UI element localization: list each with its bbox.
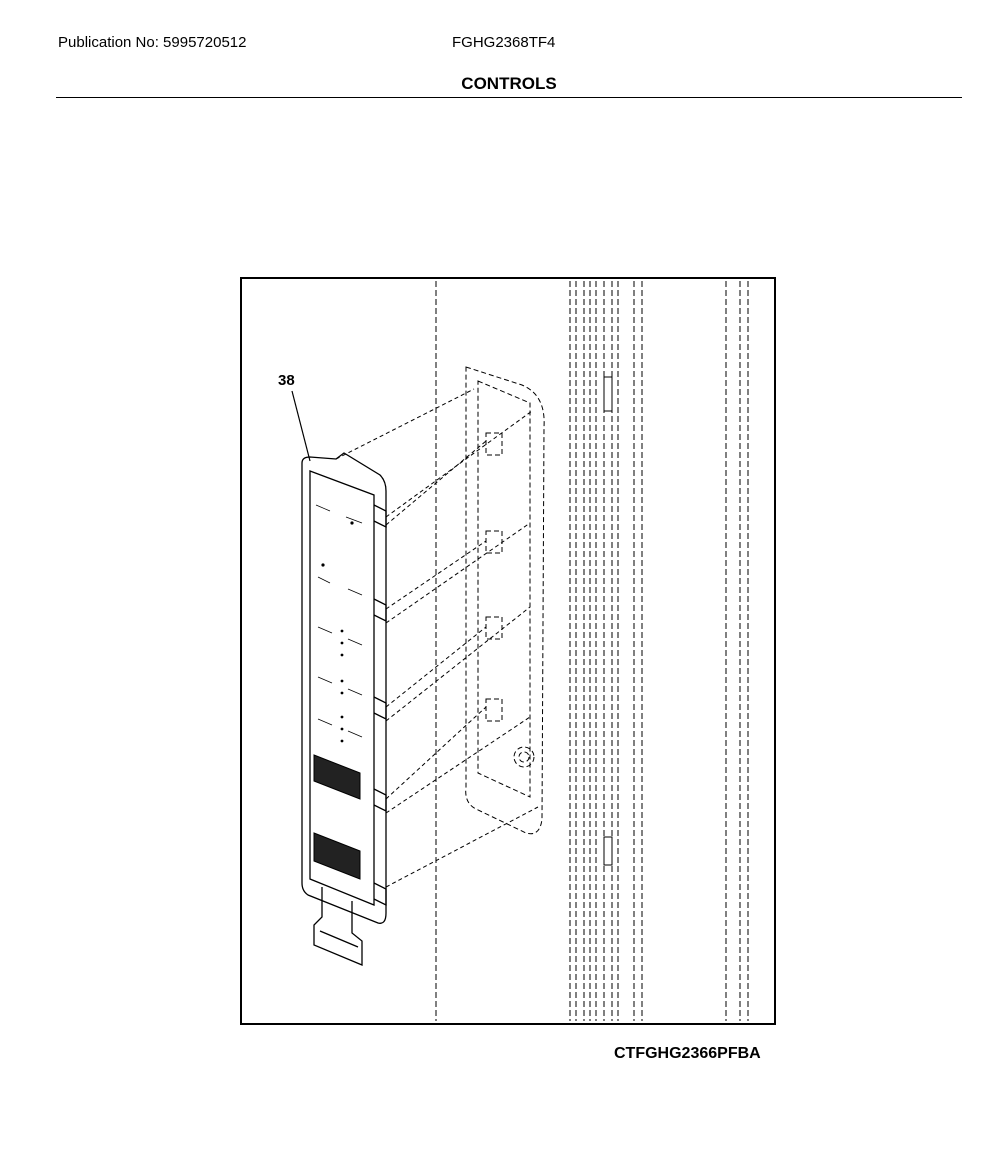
rail-notches — [603, 376, 613, 866]
display-windows — [313, 754, 361, 880]
diagram-frame — [240, 277, 776, 1025]
drawing-code: CTFGHG2366PFBA — [614, 1045, 761, 1062]
exploded-view-diagram: 38 — [278, 281, 749, 1021]
door-rails — [435, 281, 749, 1021]
publication-number: Publication No: 5995720512 — [58, 34, 247, 51]
control-housing — [465, 366, 545, 835]
button-marks — [321, 521, 354, 743]
panel-label-marks — [315, 504, 363, 738]
callout-38-leader — [291, 390, 311, 462]
control-panel-board — [301, 452, 387, 966]
model-number: FGHG2368TF4 — [452, 34, 556, 51]
callout-38-label: 38 — [278, 372, 295, 389]
section-title: CONTROLS — [461, 74, 557, 93]
projection-lines — [335, 388, 539, 888]
header-rule — [56, 97, 962, 98]
